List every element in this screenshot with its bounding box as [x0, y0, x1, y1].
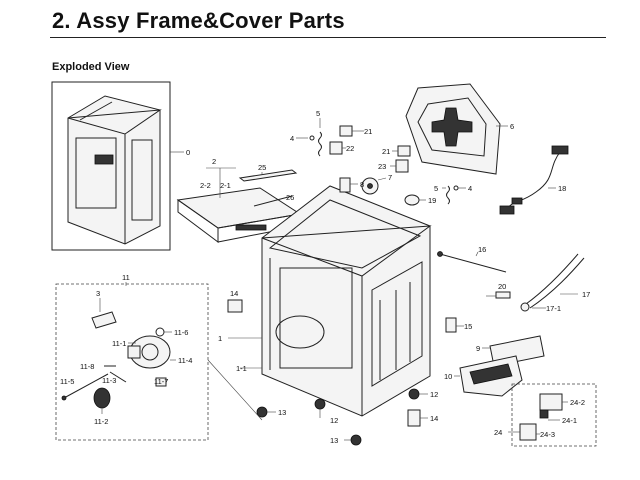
callout-21-right: 21	[382, 147, 390, 156]
callout-11-6: 11-6	[174, 328, 188, 337]
callout-17-1: 17-1	[546, 304, 561, 313]
part-8-bushing	[339, 177, 358, 193]
part-5-spring-right	[442, 185, 450, 205]
callout-5-left: 5	[316, 109, 320, 118]
part-25-rail	[238, 169, 298, 182]
callout-16: 16	[478, 245, 486, 254]
callout-11-1: 11-1	[112, 339, 126, 348]
page-title: 2. Assy Frame&Cover Parts	[52, 8, 345, 33]
part-2-top-panel	[176, 167, 302, 243]
callout-2: 2	[212, 157, 216, 166]
callout-labels: 0 2 2-2 2-1 25 26 5 4 21 22 6 21 23 7 8 …	[60, 109, 590, 445]
callout-17: 17	[582, 290, 590, 299]
callout-5-right: 5	[434, 184, 438, 193]
part-13-foot-bottom	[344, 434, 362, 446]
callout-0: 0	[186, 148, 190, 157]
callout-2-2: 2-2	[200, 181, 211, 190]
part-18-wire-harness	[499, 145, 569, 215]
part-5-spring-left	[318, 118, 322, 157]
callout-10: 10	[444, 372, 452, 381]
callout-19: 19	[428, 196, 436, 205]
callout-23: 23	[378, 162, 386, 171]
part-12-foot-center	[314, 398, 326, 418]
part-12-foot-right	[408, 388, 428, 400]
part-16-rod	[437, 251, 507, 273]
callout-26: 26	[286, 193, 294, 202]
exploded-view-heading: Exploded View	[52, 61, 130, 73]
part-0-cabinet-assembly	[51, 81, 184, 251]
part-4-hook-right	[453, 185, 466, 191]
callout-12-right: 12	[430, 390, 438, 399]
part-15-water-valve	[445, 317, 464, 333]
part-24-box	[508, 383, 597, 447]
callout-24-3: 24-3	[540, 430, 555, 439]
part-13-foot-left	[256, 406, 276, 418]
callout-2-1: 2-1	[220, 181, 231, 190]
callout-20: 20	[498, 282, 506, 291]
callout-11-4: 11-4	[178, 356, 192, 365]
callout-24: 24	[494, 428, 502, 437]
part-1-main-frame	[228, 185, 432, 417]
part-11-7-cap	[155, 377, 167, 387]
callout-4-right: 4	[468, 184, 472, 193]
callout-12-center: 12	[330, 416, 338, 425]
callout-14-lower: 14	[430, 414, 438, 423]
callout-14-left: 14	[230, 289, 238, 298]
callout-11-8: 11-8	[80, 362, 94, 371]
callout-13-bottom: 13	[330, 436, 338, 445]
callout-7: 7	[388, 173, 392, 182]
callout-11-7: 11-7	[154, 377, 168, 386]
callout-22: 22	[346, 144, 354, 153]
callout-4-left: 4	[290, 134, 294, 143]
part-11-6-clamp	[155, 327, 172, 337]
callout-11: 11	[122, 273, 130, 282]
callout-9: 9	[476, 344, 480, 353]
callout-13-left: 13	[278, 408, 286, 417]
callout-8: 8	[360, 180, 364, 189]
part-11-2-filter	[93, 387, 111, 414]
callout-24-2: 24-2	[570, 398, 585, 407]
part-4-hook-left	[296, 135, 315, 141]
callout-25: 25	[258, 163, 266, 172]
title-divider	[50, 37, 606, 38]
callout-24-1: 24-1	[562, 416, 577, 425]
part-20-clamp	[486, 291, 511, 299]
part-14-bracket-left	[227, 299, 243, 313]
part-26-rail	[253, 195, 293, 207]
part-11-3-screw	[109, 371, 127, 383]
part-11-1-pump-body	[127, 335, 171, 369]
callout-3: 3	[96, 289, 100, 298]
callout-15: 15	[464, 322, 472, 331]
part-14-bracket-lower	[407, 409, 428, 427]
part-3-filter-cover	[91, 298, 117, 329]
callout-1: 1	[218, 334, 222, 343]
part-19-bushing	[404, 194, 426, 206]
part-22-bracket	[329, 141, 346, 155]
part-6-top-cover	[405, 83, 508, 175]
part-21-bracket-right	[392, 145, 411, 157]
callout-18: 18	[558, 184, 566, 193]
part-23-bracket	[390, 159, 409, 173]
callout-6: 6	[510, 122, 514, 131]
callout-11-2: 11-2	[94, 417, 108, 426]
part-17-drain-hose	[520, 253, 585, 312]
part-11-pump-box	[55, 282, 263, 441]
part-11-5-rod	[61, 373, 109, 401]
part-21-bracket-left	[339, 125, 364, 137]
callout-11-3: 11-3	[102, 376, 116, 385]
callout-1-1: 1-1	[236, 364, 247, 373]
callout-11-5: 11-5	[60, 377, 74, 386]
part-7-balancer-cap	[361, 177, 387, 195]
callout-21-left: 21	[364, 127, 372, 136]
